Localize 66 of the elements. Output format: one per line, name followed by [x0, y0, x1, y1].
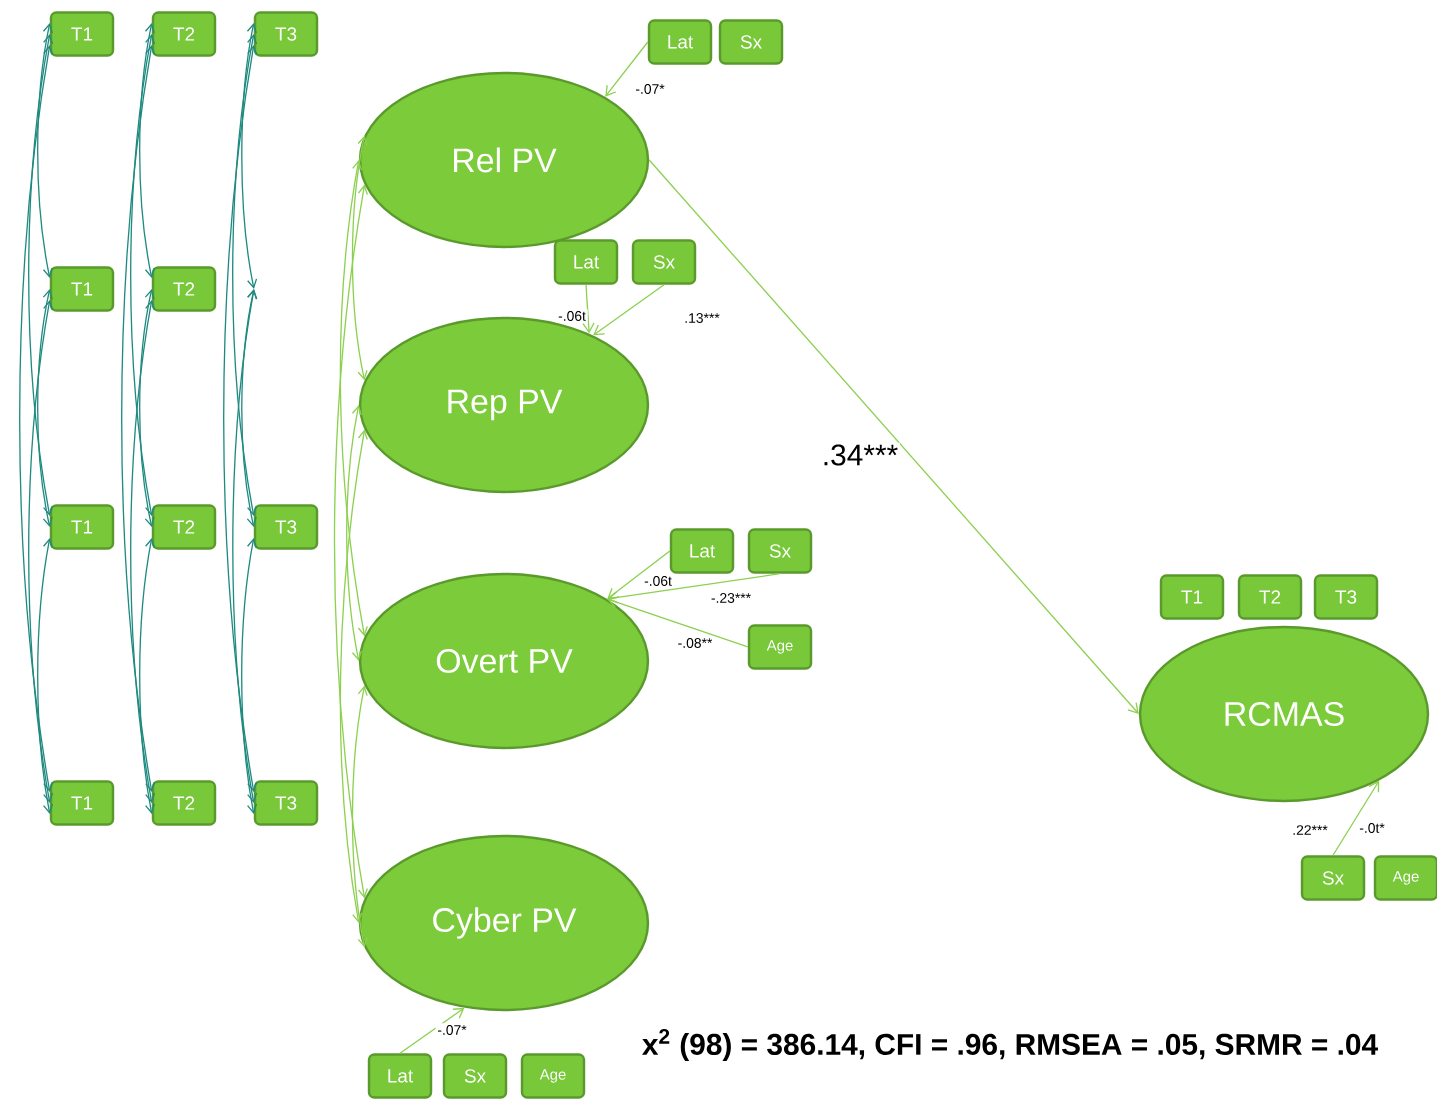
rounded-box: Lat	[647, 19, 713, 65]
rounded-box: Age	[520, 1053, 586, 1099]
curved-arrow	[130, 33, 156, 516]
rounded-box: T2	[1237, 574, 1303, 620]
curved-arrow	[351, 135, 368, 381]
rounded-box: T1	[49, 266, 115, 312]
curved-arrow	[241, 23, 258, 289]
arrow	[593, 284, 665, 336]
curved-arrow	[223, 45, 258, 792]
rounded-box: Sx	[1300, 855, 1366, 901]
edge-label: .34***	[820, 442, 900, 468]
curved-arrow	[37, 288, 53, 527]
curved-arrow	[130, 299, 156, 803]
rounded-box: T2	[151, 504, 217, 550]
arrow	[1332, 780, 1380, 856]
edge-label: .13***	[682, 311, 722, 325]
edge-label: .22***	[1290, 823, 1330, 837]
rounded-box: T1	[49, 504, 115, 550]
rounded-box: Lat	[367, 1053, 433, 1099]
rounded-box: Sx	[718, 19, 784, 65]
edge-label: -.06t	[556, 309, 588, 323]
curved-arrow	[37, 537, 54, 814]
curved-arrow	[139, 23, 155, 278]
curved-arrow	[339, 159, 368, 637]
arrow	[648, 159, 1139, 714]
rounded-box: T1	[49, 11, 115, 57]
arrow	[607, 550, 671, 599]
edge-label: -.07*	[435, 1023, 469, 1037]
rounded-box: T3	[253, 780, 319, 826]
rounded-box: Age	[1373, 855, 1437, 901]
curved-arrow	[139, 537, 156, 814]
curved-arrow	[333, 184, 369, 899]
curved-arrow	[232, 33, 258, 516]
edge-label: -.23***	[709, 591, 753, 605]
caption: x$^{2}$ (98) = 386.14, CFI = .96, RMSEA = .05, SRMR = .04	[642, 1029, 1378, 1061]
rounded-box: Lat	[669, 528, 735, 574]
rounded-box: T3	[1313, 574, 1379, 620]
rounded-box: T2	[151, 266, 217, 312]
rounded-box: T2	[151, 780, 217, 826]
curved-arrow	[346, 405, 362, 661]
arrow	[607, 596, 749, 648]
edge-label: -.08**	[675, 636, 715, 650]
curved-arrow	[139, 288, 155, 527]
rounded-box: T2	[151, 11, 217, 57]
curved-arrow	[232, 288, 258, 803]
curved-arrow	[121, 45, 156, 792]
rounded-box: Lat	[553, 239, 619, 285]
rounded-box: T1	[49, 780, 115, 826]
rounded-box: Sx	[631, 239, 697, 285]
rounded-box: Sx	[442, 1053, 508, 1099]
arrow	[605, 41, 649, 97]
rounded-box: T3	[253, 11, 319, 57]
curved-arrow	[28, 299, 54, 803]
arrow	[582, 284, 595, 334]
curved-arrow	[241, 537, 258, 814]
curved-arrow	[339, 429, 368, 923]
rounded-box: T1	[1159, 574, 1225, 620]
path-label: -.0t*	[1357, 821, 1387, 835]
curved-arrow	[37, 23, 53, 278]
rounded-box: T3	[253, 504, 319, 550]
curved-arrow	[28, 33, 54, 516]
rounded-box: Sx	[747, 528, 813, 574]
arrow	[399, 1007, 465, 1054]
curved-arrow	[19, 45, 54, 792]
curved-arrow	[351, 685, 368, 948]
rounded-box: Age	[747, 624, 813, 670]
